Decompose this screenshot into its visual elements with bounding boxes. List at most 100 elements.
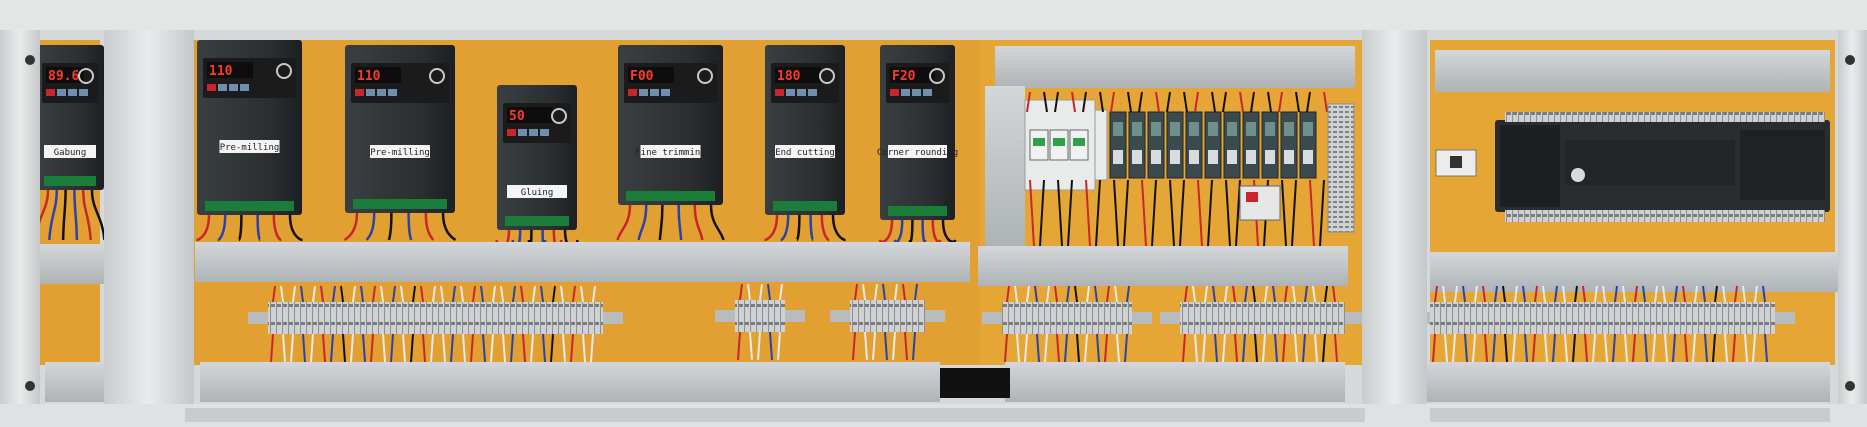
drive-label-tag: Pre-milling bbox=[370, 145, 430, 158]
terminal-wire bbox=[1764, 333, 1768, 363]
terminal-wire bbox=[1124, 333, 1128, 363]
terminal-wire bbox=[914, 283, 918, 301]
terminal-wire bbox=[1046, 285, 1050, 303]
terminal-wire bbox=[580, 285, 584, 303]
timer-relay bbox=[1239, 185, 1281, 221]
terminal-wire bbox=[894, 283, 898, 301]
terminal-wire bbox=[1194, 333, 1198, 363]
terminal-wire bbox=[1272, 285, 1276, 303]
inverter-drive: 50 bbox=[497, 85, 577, 230]
terminal-wire bbox=[1714, 285, 1718, 303]
terminal-wire bbox=[1504, 333, 1508, 363]
terminal-wire bbox=[1004, 333, 1008, 363]
terminal-wire bbox=[530, 333, 534, 363]
terminal-wire bbox=[302, 333, 306, 363]
terminal-wire bbox=[552, 285, 556, 303]
power-supply bbox=[1327, 103, 1355, 233]
inverter-drive: 89.6 bbox=[36, 45, 104, 190]
terminal-wire bbox=[422, 333, 426, 363]
drive-label-text: Fine trimming bbox=[635, 148, 705, 158]
terminal-wire bbox=[904, 331, 908, 361]
terminal-wire bbox=[1502, 285, 1506, 303]
terminal-wire bbox=[1202, 333, 1206, 363]
terminal-wire bbox=[1064, 333, 1068, 363]
terminal-wire bbox=[1432, 333, 1436, 363]
drive-label-tag: Gabung bbox=[44, 145, 96, 158]
terminal-wire bbox=[1086, 285, 1090, 303]
terminal-wire bbox=[390, 333, 394, 363]
circuit-breakers bbox=[1024, 99, 1108, 191]
drive-display-readout: F20 bbox=[892, 69, 916, 84]
inverter-drive: F20 bbox=[880, 45, 955, 220]
terminal-wire bbox=[512, 285, 516, 303]
terminal-wire bbox=[1026, 285, 1030, 303]
terminal-wire bbox=[1322, 333, 1326, 363]
terminal-wire bbox=[1034, 285, 1038, 303]
terminal-wire bbox=[510, 333, 514, 363]
terminal-wire bbox=[1312, 285, 1316, 303]
terminal-wire bbox=[1232, 285, 1236, 303]
terminal-wire bbox=[1472, 333, 1476, 363]
terminal-wire bbox=[1524, 333, 1528, 363]
terminal-wire bbox=[1704, 333, 1708, 363]
terminal-wire bbox=[1542, 285, 1546, 303]
terminal-wire bbox=[462, 333, 466, 363]
terminal-wire bbox=[1544, 333, 1548, 363]
terminal-blocks bbox=[248, 300, 1795, 334]
drive-label-tag: Gluing bbox=[507, 185, 567, 198]
terminal-wire bbox=[592, 285, 596, 303]
terminal-wire bbox=[1702, 285, 1706, 303]
terminal-wire bbox=[272, 285, 276, 303]
drive-label-text: Pre-milling bbox=[220, 143, 280, 153]
terminal-wire bbox=[1654, 285, 1658, 303]
terminal-wire bbox=[502, 333, 506, 363]
terminal-wire bbox=[1752, 333, 1756, 363]
drive-display-readout: 110 bbox=[209, 64, 233, 79]
terminal-wire bbox=[1314, 333, 1318, 363]
terminal-wire bbox=[1624, 333, 1628, 363]
terminal-wire bbox=[1234, 333, 1238, 363]
terminal-wire bbox=[1552, 333, 1556, 363]
terminal-wire bbox=[1664, 333, 1668, 363]
terminal-wire bbox=[352, 285, 356, 303]
terminal-wire bbox=[1252, 285, 1256, 303]
inverter-drive: F00 bbox=[618, 45, 723, 205]
terminal-wire bbox=[322, 333, 326, 363]
terminal-wire bbox=[1262, 333, 1266, 363]
terminal-wire bbox=[1762, 285, 1766, 303]
terminal-wire bbox=[1592, 333, 1596, 363]
terminal-wire bbox=[1104, 333, 1108, 363]
terminal-wire bbox=[1244, 285, 1248, 303]
terminal-wire bbox=[749, 331, 753, 361]
drive-label-tag: End cutting bbox=[775, 145, 835, 158]
terminal-wire bbox=[1014, 285, 1018, 303]
terminal-wire bbox=[560, 285, 564, 303]
terminal-wire bbox=[1492, 333, 1496, 363]
cable-duct-bottom bbox=[45, 362, 1830, 402]
inverter-drive: 110 bbox=[197, 40, 302, 215]
terminal-wire bbox=[1712, 333, 1716, 363]
terminal-wire bbox=[777, 331, 781, 361]
terminal-wire bbox=[450, 333, 454, 363]
terminal-wire bbox=[1522, 285, 1526, 303]
terminal-wire bbox=[1214, 333, 1218, 363]
terminal-wire bbox=[1056, 333, 1060, 363]
terminal-wire bbox=[1126, 285, 1130, 303]
terminal-wire bbox=[1642, 285, 1646, 303]
terminal-wire bbox=[562, 333, 566, 363]
drive-label-tag: Corner rounding bbox=[877, 145, 958, 158]
terminal-wire bbox=[300, 285, 304, 303]
terminal-wire bbox=[370, 333, 374, 363]
drive-display-readout: 110 bbox=[357, 69, 381, 84]
terminal-wire bbox=[1074, 285, 1078, 303]
terminal-wire bbox=[310, 333, 314, 363]
inverter-drive: 180 bbox=[765, 45, 845, 215]
wire-bundle bbox=[343, 212, 457, 242]
terminal-wire bbox=[492, 285, 496, 303]
terminal-wire bbox=[582, 333, 586, 363]
terminal-wire bbox=[1622, 285, 1626, 303]
terminal-wire bbox=[1482, 285, 1486, 303]
terminal-wire bbox=[1332, 285, 1336, 303]
terminal-wire bbox=[1724, 333, 1728, 363]
terminal-wire bbox=[1292, 285, 1296, 303]
